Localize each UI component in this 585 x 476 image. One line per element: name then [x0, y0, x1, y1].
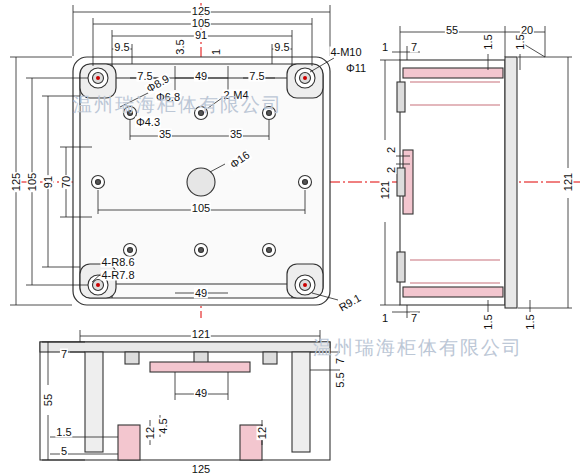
dimension-label: 125 — [191, 6, 211, 17]
dimension-label: 12 — [257, 426, 268, 440]
dimension-label: 4-R8.6 — [100, 257, 135, 268]
dimension-label: 9.5 — [113, 42, 130, 53]
dimension-label: 1 — [381, 313, 389, 324]
dimension-label: 2 — [386, 166, 397, 174]
dimension-label: 49 — [194, 288, 208, 299]
dimension-label: Φ11 — [345, 63, 367, 74]
dimension-label: 4.5 — [158, 417, 169, 434]
dimension-label: 91 — [194, 30, 208, 41]
dimension-label: 4-M10 — [329, 47, 362, 58]
dimension-label: 105 — [191, 203, 211, 214]
dimension-label: 12 — [145, 426, 156, 440]
dimension-label: 55 — [445, 25, 459, 36]
dimension-label: 1.5 — [55, 427, 72, 438]
dimension-label: 7 — [335, 357, 346, 365]
dimension-label: 121 — [563, 172, 574, 192]
dimension-label: 7 — [410, 313, 418, 324]
dimension-label: 1.5 — [525, 313, 536, 330]
dimension-label: 49 — [194, 71, 208, 82]
dimension-label: 5 — [60, 446, 68, 457]
dimension-label: 55 — [43, 393, 54, 407]
dimension-label: 7 — [410, 42, 418, 53]
dimension-label: 1.5 — [515, 33, 526, 50]
dimension-label: 1.5 — [483, 313, 494, 330]
dimension-label: 105 — [27, 172, 38, 192]
dimension-label: 3.5 — [175, 38, 186, 55]
dimension-label: Φ4.3 — [135, 117, 161, 128]
dimension-label: 4-R7.8 — [100, 270, 135, 281]
dimension-label: 35 — [229, 129, 243, 140]
dimension-label: 1.5 — [483, 33, 494, 50]
dimension-label: 35 — [158, 129, 172, 140]
dimension-label: 7 — [60, 349, 68, 360]
dimension-label: 1 — [381, 42, 389, 53]
dimension-label: 7.5 — [136, 71, 153, 82]
dimension-label: 121 — [380, 180, 391, 200]
dimension-label: 105 — [191, 18, 211, 29]
dimension-label: 9.5 — [273, 42, 290, 53]
dimension-label: R9.1 — [336, 292, 363, 314]
dimension-label: 125 — [11, 172, 22, 192]
dimension-label: 70 — [61, 175, 72, 189]
dimension-label: 91 — [43, 175, 54, 189]
watermark: 温州瑞海柜体有限公司 — [313, 338, 523, 357]
dimension-label: 1 — [211, 48, 222, 56]
dimension-label: 2 — [386, 146, 397, 154]
watermark: 温州瑞海柜体有限公司 — [73, 95, 283, 114]
dimension-label: 7.5 — [248, 71, 265, 82]
dimension-label: 5.5 — [335, 371, 346, 388]
dimension-label: 121 — [191, 329, 211, 340]
dimension-label: 49 — [194, 388, 208, 399]
dimension-label: 125 — [191, 463, 211, 474]
